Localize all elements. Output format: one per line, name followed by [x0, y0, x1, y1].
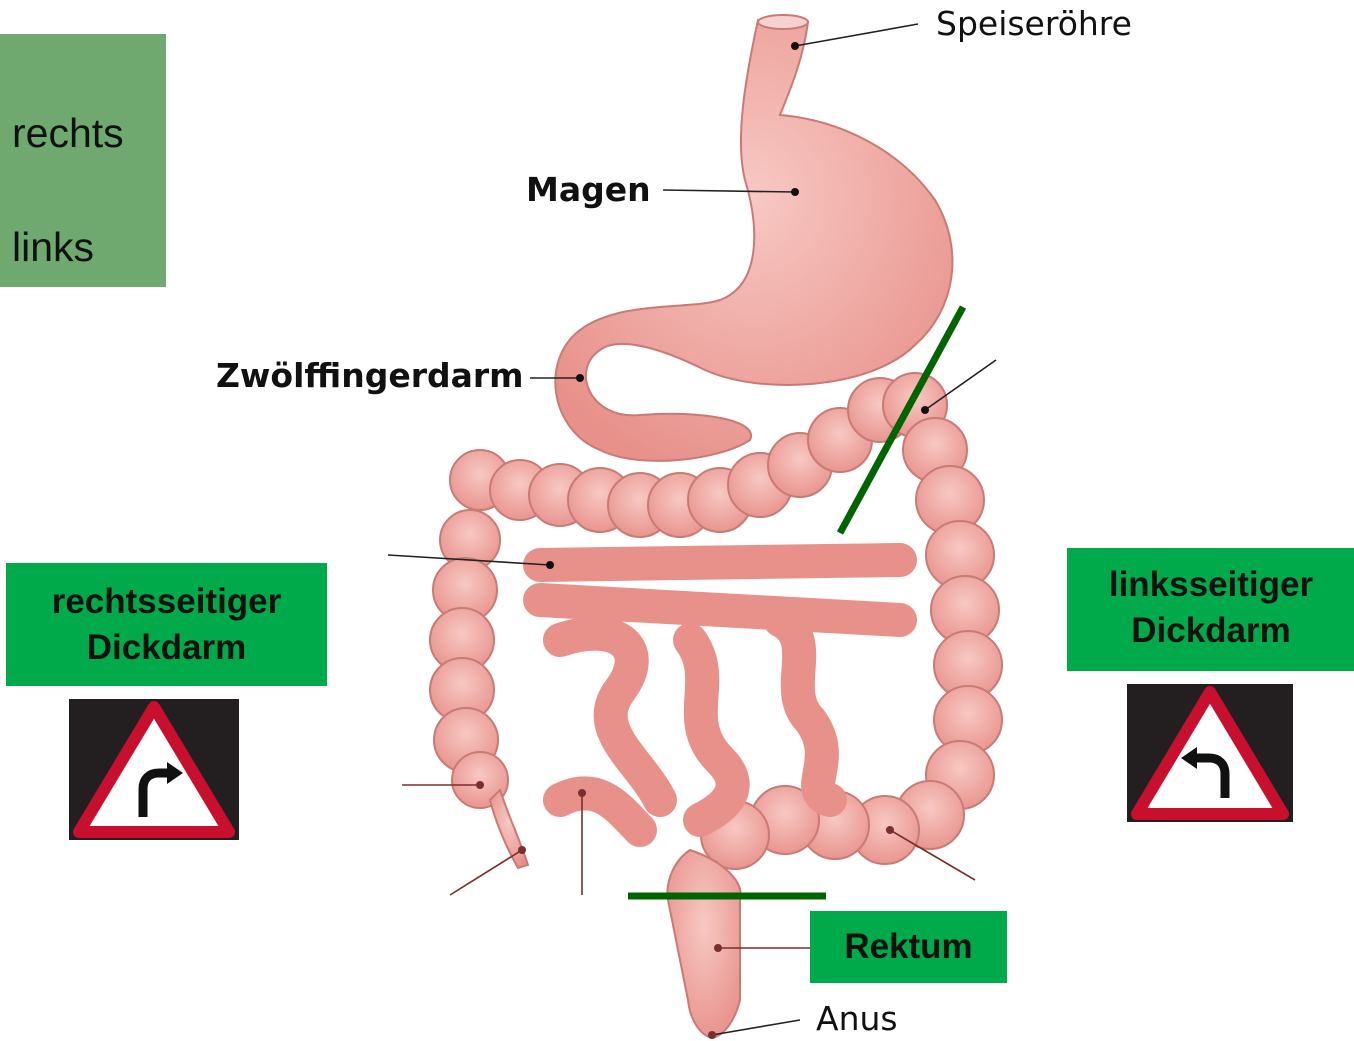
orientation-right-text: rechts [12, 110, 124, 157]
rektum-box: Rektum [810, 911, 1007, 983]
orientation-left-text: links [12, 224, 94, 271]
right-colon-box: rechtsseitiger Dickdarm [6, 563, 327, 686]
ascending-colon [430, 510, 528, 868]
right-colon-line2: Dickdarm [6, 625, 327, 671]
label-zwoelffingerdarm: Zwölffingerdarm [216, 356, 524, 395]
small-intestine [540, 560, 900, 830]
curve-right-warning-sign-icon [69, 699, 239, 840]
rectum [667, 850, 740, 1038]
label-magen: Magen [526, 170, 651, 209]
right-colon-line1: rechtsseitiger [6, 579, 327, 625]
orientation-box: rechts links [0, 34, 166, 287]
label-anus: Anus [816, 999, 898, 1038]
left-colon-line1: linksseitiger [1067, 562, 1354, 608]
left-colon-line2: Dickdarm [1067, 608, 1354, 654]
rektum-label: Rektum [844, 927, 972, 966]
label-speiseroehre: Speiseröhre [936, 4, 1132, 43]
left-colon-box: linksseitiger Dickdarm [1067, 548, 1354, 671]
curve-left-warning-sign-icon [1127, 684, 1293, 822]
